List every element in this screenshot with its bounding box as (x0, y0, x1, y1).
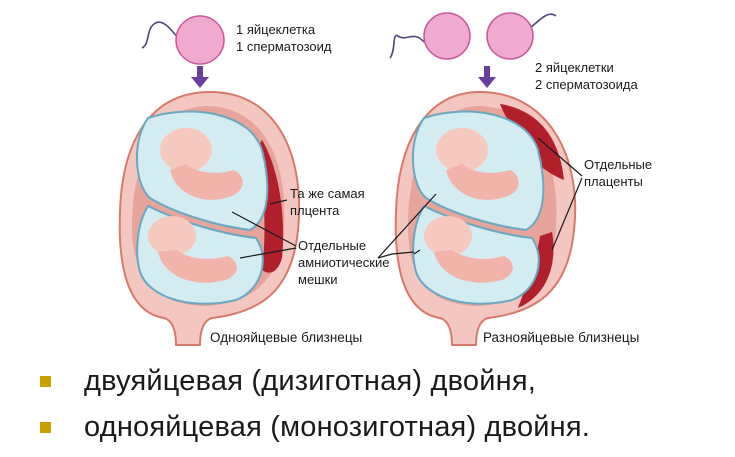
identical-twins-illustration (118, 15, 301, 346)
egg-cell-2 (486, 12, 534, 60)
sperm-tail-2 (529, 13, 557, 29)
identical-placenta-label-line2: плцента (290, 203, 340, 218)
fetus-lower (148, 216, 237, 283)
bullet-item-monozygotic: однояйцевая (монозиготная) двойня. (34, 404, 590, 450)
bullet-text: двуяйцевая (дизиготная) двойня, (84, 365, 537, 397)
fraternal-caption: Разнояйцевые близнецы (483, 330, 639, 345)
sperm-tail-1 (389, 34, 425, 59)
square-bullet-icon (40, 422, 51, 433)
leader-amnion-5 (377, 193, 437, 259)
twins-diagram: 1 яйцеклетка 1 сперматозоид 2 яйцеклетки… (118, 12, 652, 346)
identical-placenta-label-line1: Та же самая (290, 186, 365, 201)
square-bullet-icon (40, 376, 51, 387)
fraternal-twins-illustration (389, 12, 577, 346)
identical-top-label-line2: 1 сперматозоид (236, 39, 332, 54)
down-arrow (191, 66, 209, 88)
leader-lines (231, 137, 583, 259)
amnion-label-line1: Отдельные (298, 238, 366, 253)
fraternal-top-label-line1: 2 яйцеклетки (535, 60, 614, 75)
egg-cell-1 (423, 12, 471, 60)
bullet-item-dizygotic: двуяйцевая (дизиготная) двойня, (34, 358, 590, 404)
leader-amnion-4 (413, 249, 421, 255)
down-arrow (478, 66, 496, 88)
leader-placenta-right-1 (537, 137, 583, 177)
fraternal-top-label-line2: 2 сперматозоида (535, 77, 639, 92)
bullet-text: однояйцевая (монозиготная) двойня. (84, 411, 591, 443)
fetus-upper (436, 128, 519, 200)
fetus-upper (160, 128, 243, 200)
egg-cell (175, 15, 225, 65)
fraternal-placenta-label-line2: плаценты (584, 174, 643, 189)
leader-amnion-2 (239, 247, 297, 259)
egg-sperm-tail (141, 21, 179, 49)
amnion-label-line3: мешки (298, 272, 338, 287)
fetus-lower (424, 216, 513, 283)
leader-amnion-1 (231, 211, 297, 247)
amnion-label-line2: амниотические (298, 255, 389, 270)
identical-caption: Однояйцевые близнецы (210, 330, 362, 345)
identical-top-label-line1: 1 яйцеклетка (236, 22, 316, 37)
leader-placenta-right-2 (551, 177, 583, 251)
fraternal-placenta-label-line1: Отдельные (584, 157, 652, 172)
bullet-list: двуяйцевая (дизиготная) двойня, однояйце… (34, 358, 590, 450)
leader-placenta-left (269, 199, 288, 205)
leader-amnion-3 (377, 251, 415, 259)
